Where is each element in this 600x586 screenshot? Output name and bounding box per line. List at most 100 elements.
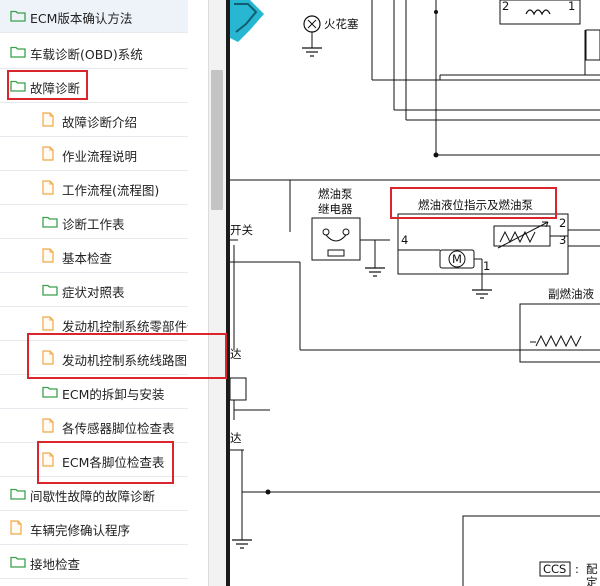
document-icon — [42, 418, 54, 433]
document-icon — [42, 316, 54, 331]
fuel-pump-relay-label-2: 继电器 — [318, 202, 353, 216]
tree-scrollbar[interactable] — [208, 0, 227, 586]
coil-pin-1: 1 — [568, 0, 575, 13]
tree-item[interactable]: 故障诊断介绍 — [0, 104, 188, 137]
tree-item-label: 发动机控制系统零部件位置 — [62, 319, 188, 334]
tree-item-label: 间歇性故障的故障诊断 — [30, 489, 156, 504]
tree-item[interactable]: 车载诊断(OBD)系统 — [0, 36, 188, 69]
switch-partial-label: 开关 — [230, 223, 253, 237]
folder-icon — [10, 488, 26, 500]
document-icon — [42, 112, 54, 127]
relay-coil-icon — [327, 249, 345, 257]
arrow-head — [542, 221, 549, 228]
variable-resistor-icon — [499, 230, 536, 244]
fuel-level-pump-label: 燃油液位指示及燃油泵 — [418, 198, 533, 212]
tree-item-label: 接地检查 — [30, 557, 81, 572]
fuel-pump-module-box — [397, 213, 569, 275]
tree-item-label: 症状对照表 — [62, 285, 125, 300]
folder-icon — [10, 556, 26, 568]
scrollbar-thumb[interactable] — [211, 70, 223, 210]
motor-label: M — [452, 252, 462, 266]
ccs-colon: : — [575, 562, 579, 576]
folder-open-icon — [10, 10, 26, 22]
relay-contact-icon — [342, 228, 350, 236]
document-icon — [10, 520, 22, 535]
pin-3-label: 3 — [559, 233, 566, 247]
tree-item-label: ECM各脚位检查表 — [62, 455, 165, 470]
junction-dot — [433, 152, 439, 158]
tree-item-label: ECM的拆卸与安装 — [62, 387, 165, 402]
component-box — [230, 377, 247, 401]
wiring-diagram: 火花塞 2 1 开关 燃油泵 继电器 — [230, 0, 600, 586]
spark-plug-label: 火花塞 — [324, 17, 359, 31]
tree-item-label: 车辆完修确认程序 — [30, 523, 131, 538]
tree-item[interactable]: ECM的拆卸与安装 — [0, 376, 188, 409]
pin-4-label: 4 — [401, 233, 408, 247]
pin-1-label: 1 — [483, 259, 490, 273]
document-icon — [42, 180, 54, 195]
tree-item[interactable]: 各传感器脚位检查表 — [0, 410, 188, 443]
tree-item[interactable]: 发动机控制系统线路图 — [0, 342, 188, 375]
variable-resistor-icon — [535, 334, 582, 348]
document-icon — [42, 248, 54, 263]
coil-component — [499, 0, 581, 25]
coil-pin-2: 2 — [502, 0, 509, 13]
partial-label-da-2: 达 — [230, 431, 242, 445]
tree-item[interactable]: 车辆完修确认程序 — [0, 512, 188, 545]
document-icon — [42, 452, 54, 467]
relay-switch-icon — [325, 234, 347, 242]
decorative-stroke — [230, 0, 264, 42]
aux-fuel-gauge-label: 副燃油液 — [548, 287, 594, 301]
decorative-stroke-outline — [234, 3, 258, 33]
ccs-box — [539, 561, 571, 577]
tree-item[interactable]: 诊断工作表 — [0, 206, 188, 239]
tree-item-label: 发动机控制系统线路图 — [62, 353, 188, 368]
junction-dot — [434, 10, 438, 14]
tree-item[interactable]: ECM版本确认方法 — [0, 0, 188, 33]
partial-label-da-1: 达 — [230, 347, 242, 361]
tree-item[interactable]: 作业流程说明 — [0, 138, 188, 171]
bottom-partial-text: 定 — [586, 575, 598, 586]
fuel-pump-relay-label: 燃油泵 — [318, 187, 353, 201]
tree-item-label: 车载诊断(OBD)系统 — [30, 47, 143, 62]
tree-item[interactable]: 间歇性故障的故障诊断 — [0, 478, 188, 511]
ccs-label: CCS — [543, 562, 566, 576]
pin-2-label: 2 — [559, 216, 566, 230]
component-box — [462, 515, 600, 586]
document-icon — [42, 350, 54, 365]
tree-item-label: ECM版本确认方法 — [30, 11, 133, 26]
folder-icon — [42, 284, 58, 296]
tree-item-label: 各传感器脚位检查表 — [62, 421, 175, 436]
folder-icon — [10, 46, 26, 58]
motor-icon — [448, 250, 466, 268]
tree-item[interactable]: 症状对照表 — [0, 274, 188, 307]
tree-item-label: 故障诊断 — [30, 81, 81, 96]
component-box — [585, 29, 600, 61]
tree-item[interactable]: 工作流程(流程图) — [0, 172, 188, 205]
tree-item-label: 工作流程(流程图) — [62, 183, 160, 198]
panel-splitter[interactable] — [226, 0, 230, 586]
document-icon — [42, 146, 54, 161]
tree-item[interactable]: 故障诊断 — [0, 70, 188, 103]
navigation-tree: ECM版本确认方法车载诊断(OBD)系统故障诊断故障诊断介绍作业流程说明工作流程… — [0, 0, 208, 586]
junction-dot — [265, 489, 271, 495]
spark-plug-cross — [307, 19, 317, 29]
folder-open-icon — [10, 80, 26, 92]
tree-item-label: 基本检查 — [62, 251, 113, 266]
folder-icon — [42, 386, 58, 398]
wiring-diagram-view: 火花塞 2 1 开关 燃油泵 继电器 — [230, 0, 600, 586]
aux-fuel-gauge-box — [519, 303, 600, 363]
tree-item[interactable]: 发动机控制系统零部件位置 — [0, 308, 188, 341]
tree-item-label: 诊断工作表 — [62, 217, 125, 232]
ccs-desc: 配 — [586, 562, 598, 576]
tree-item-label: 故障诊断介绍 — [62, 115, 138, 130]
tree-item[interactable]: ECM各脚位检查表 — [0, 444, 188, 477]
fuel-pump-relay-box — [311, 217, 361, 261]
folder-icon — [42, 216, 58, 228]
tree-item[interactable]: 接地检查 — [0, 546, 188, 579]
relay-contact-icon — [322, 228, 330, 236]
variable-resistor-arrow — [497, 221, 549, 249]
tree-item-label: 作业流程说明 — [62, 149, 138, 164]
coil-icon — [525, 9, 551, 16]
tree-item[interactable]: 基本检查 — [0, 240, 188, 273]
